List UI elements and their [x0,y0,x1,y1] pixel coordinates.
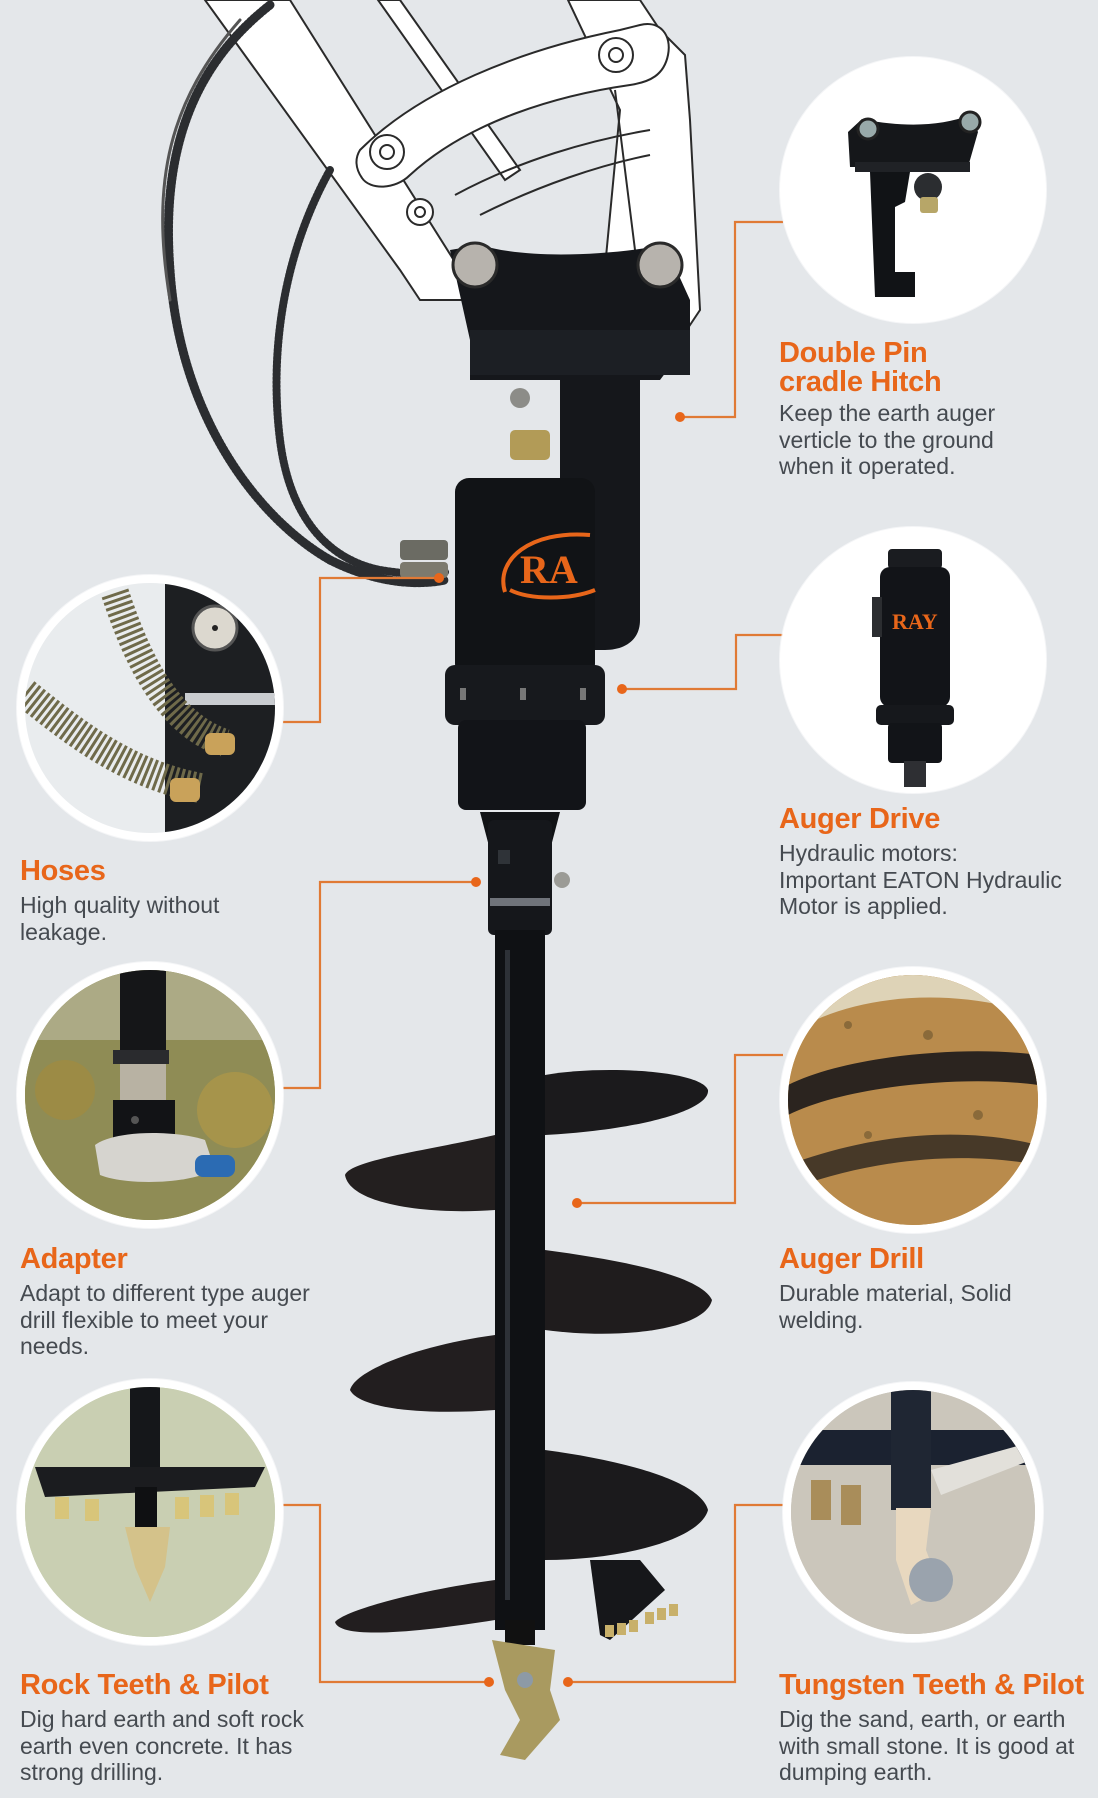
feature-title: Hoses [20,855,106,887]
feature-description: Hydraulic motors:Important EATON Hydraul… [779,840,1062,919]
auger-soil-icon [788,975,1038,1225]
rock-teeth-icon [590,1560,678,1640]
feature-title: Tungsten Teeth & Pilot [779,1669,1084,1701]
auger-drive-motor-photo: RAY [780,527,1046,793]
hitch-bracket-icon [450,241,690,650]
auger-shaft-icon [495,930,545,1630]
tungsten-teeth-icon [791,1390,1035,1634]
svg-text:RA: RA [520,547,578,592]
hose-fitting-icon [400,540,448,560]
feature-title: Rock Teeth & Pilot [20,1669,269,1701]
rock-teeth-icon [25,1387,275,1637]
feature-tungsten-teeth-pilot: Tungsten Teeth & Pilot Dig the sand, ear… [779,1671,1098,1786]
adapter-coupling-icon [488,820,570,935]
feature-auger-drive: Auger Drive Hydraulic motors:Important E… [779,805,1094,920]
feature-title: Auger Drill [779,1243,924,1275]
hitch-bracket-photo [780,57,1046,323]
hydraulic-hoses-icon [25,583,275,833]
feature-rock-teeth-pilot: Rock Teeth & Pilot Dig hard earth and so… [20,1671,350,1786]
auger-flighting-icon [335,1070,712,1633]
adapter-icon [25,970,275,1220]
auger-drill-in-soil-photo [780,967,1046,1233]
hydraulic-hoses-photo [17,575,283,841]
adapter-in-hand-photo [17,962,283,1228]
feature-title: Adapter [20,1243,128,1275]
leader-lines [283,220,783,1684]
svg-text:RAY: RAY [892,609,938,634]
auger-drive-motor-icon: RAY [872,549,954,787]
rock-teeth-photo [17,1379,283,1645]
tungsten-teeth-photo [783,1382,1043,1642]
leader-dots [434,412,685,1687]
auger-motor-housing-icon [445,478,605,850]
feature-title: Auger Drive [779,803,941,835]
pilot-bit-icon [492,1620,560,1760]
brand-logo-icon: RA [501,532,596,600]
swivel-fitting-icon [510,430,550,460]
hitch-bracket-icon [848,110,982,297]
